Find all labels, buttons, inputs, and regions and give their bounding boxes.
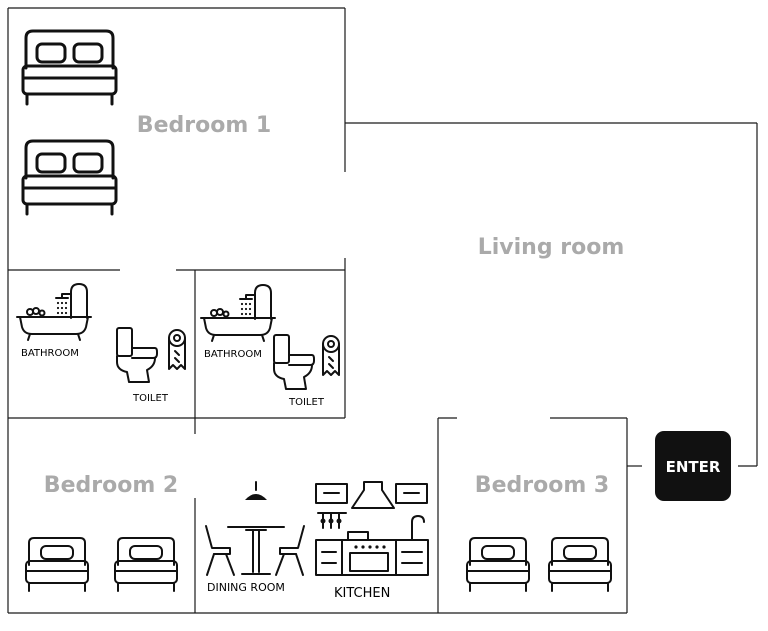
dining-room-label: DINING ROOM [207,581,285,594]
bathroom-label: BATHROOM [204,349,262,360]
double-bed-icon [21,139,118,216]
single-bed-icon [466,537,530,592]
kitchen-label: KITCHEN [334,586,390,601]
kitchen-icon [315,481,429,576]
toilet-label: TOILET [288,397,325,408]
room-label-bedroom-3: Bedroom 3 [475,473,609,498]
single-bed-icon [25,537,89,592]
enter-label: ENTER [666,458,721,476]
enter-sign: ENTER [655,431,731,501]
toilet-icon [273,334,315,390]
toilet-paper-icon [322,335,340,376]
toilet-icon [116,327,158,383]
dining-table-icon [205,481,305,576]
walls [7,7,758,614]
room-label-living-room: Living room [478,235,625,260]
bathtub-icon [16,283,92,341]
bathtub-icon [200,284,276,342]
single-bed-icon [548,537,612,592]
toilet-paper-icon [168,329,186,370]
double-bed-icon [21,29,118,106]
toilet-label: TOILET [132,393,169,404]
room-label-bedroom-2: Bedroom 2 [44,473,178,498]
bathroom-label: BATHROOM [21,348,79,359]
room-label-bedroom-1: Bedroom 1 [137,113,271,138]
single-bed-icon [114,537,178,592]
